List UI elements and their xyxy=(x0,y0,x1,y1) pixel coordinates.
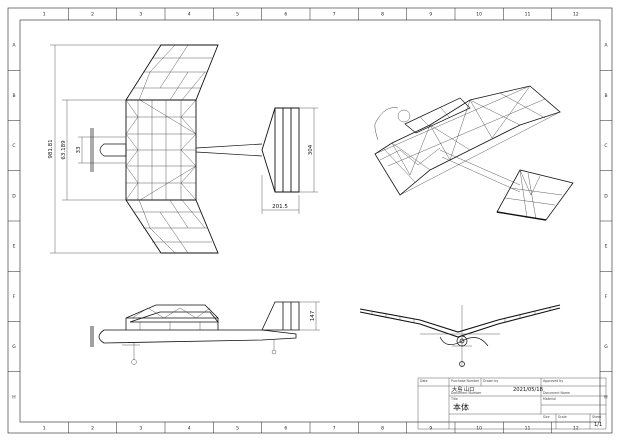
dim-tail-span: 304 xyxy=(308,144,314,155)
tb-title: 本体 xyxy=(453,402,469,412)
zone-column-label: 4 xyxy=(188,12,191,18)
tb-label-purchase: Purchase Number xyxy=(451,379,480,383)
tb-label-material: Material xyxy=(543,397,556,401)
zone-column-label: 11 xyxy=(525,12,531,18)
tb-label-size: Size xyxy=(543,415,550,419)
zone-row-label: A xyxy=(604,43,608,49)
zone-column-label: 10 xyxy=(476,426,482,432)
inner-border xyxy=(19,19,601,423)
tb-label-date: Date xyxy=(420,379,428,383)
front-view xyxy=(359,304,561,367)
zone-column-label: 7 xyxy=(333,12,336,18)
zone-column-label: 3 xyxy=(139,426,142,432)
zone-column-label: 12 xyxy=(573,426,579,432)
zone-column-label: 9 xyxy=(429,12,432,18)
tb-label-drawn: Drawn by xyxy=(483,379,498,383)
zone-column-label: 5 xyxy=(236,426,239,432)
outer-border xyxy=(7,7,613,434)
zone-column-label: 3 xyxy=(139,12,142,18)
zone-row-label: E xyxy=(13,244,16,250)
zone-column-label: 1 xyxy=(43,12,46,18)
zone-row-label: D xyxy=(12,193,16,199)
zone-row-label: H xyxy=(12,394,15,400)
wing-outline xyxy=(125,44,219,254)
zone-column-label: 4 xyxy=(188,426,191,432)
dim-chord-b: 33 xyxy=(76,146,82,153)
zone-row-label: G xyxy=(12,344,16,350)
zone-row-label: E xyxy=(605,244,608,250)
zone-column-label: 7 xyxy=(333,426,336,432)
zone-column-label: 12 xyxy=(573,12,579,18)
tb-label-approved: Approved by xyxy=(543,379,563,383)
dim-tail-offset: 201.5 xyxy=(272,204,288,210)
zone-row-label: C xyxy=(604,143,607,149)
fuselage-top xyxy=(90,128,263,172)
tb-date: 2021/05/18 xyxy=(513,387,543,393)
zone-row-label: B xyxy=(604,93,607,99)
tb-sheet: 1/1 xyxy=(594,422,602,428)
tb-label-title: Title xyxy=(450,397,458,401)
tb-label-sheet: Sheet xyxy=(592,415,602,419)
zone-row-label: G xyxy=(604,344,608,350)
dim-chord-a: 63.189 xyxy=(61,140,67,160)
tail-top xyxy=(261,107,300,193)
zone-column-label: 6 xyxy=(284,426,287,432)
isometric-view xyxy=(374,85,574,221)
zone-column-label: 1 xyxy=(43,426,46,432)
zone-row-label: F xyxy=(605,294,608,300)
zone-column-label: 10 xyxy=(476,12,482,18)
dim-span: 981.81 xyxy=(48,139,54,158)
tb-label-doc-name: Document Name xyxy=(543,391,570,395)
zone-column-label: 6 xyxy=(284,12,287,18)
wing-truss xyxy=(125,44,212,254)
zone-column-label: 9 xyxy=(429,426,432,432)
zone-row-label: B xyxy=(12,93,15,99)
zone-row-label: F xyxy=(13,294,16,300)
zone-column-label: 2 xyxy=(91,12,94,18)
zone-row-label: A xyxy=(12,43,16,49)
zone-column-label: 8 xyxy=(381,12,384,18)
top-view: 981.81 63.189 33 304 201.5 xyxy=(48,44,318,254)
zone-ticks xyxy=(8,8,612,433)
zone-row-label: D xyxy=(604,193,608,199)
top-dimensions xyxy=(50,44,318,254)
tb-label-doc-number: Document Number xyxy=(451,391,482,395)
tb-label-scale: Scale xyxy=(558,415,567,419)
zone-column-label: 5 xyxy=(236,12,239,18)
title-block: Date Purchase Number Drawn by Approved b… xyxy=(417,377,607,430)
zone-column-label: 8 xyxy=(381,426,384,432)
tb-drawn-by: 大島 山口 xyxy=(452,385,474,393)
dim-side-height: 147 xyxy=(310,310,316,321)
zone-column-label: 11 xyxy=(525,426,531,432)
zone-row-label: C xyxy=(12,143,15,149)
zone-column-label: 2 xyxy=(91,426,94,432)
side-view: 147 xyxy=(90,301,320,365)
